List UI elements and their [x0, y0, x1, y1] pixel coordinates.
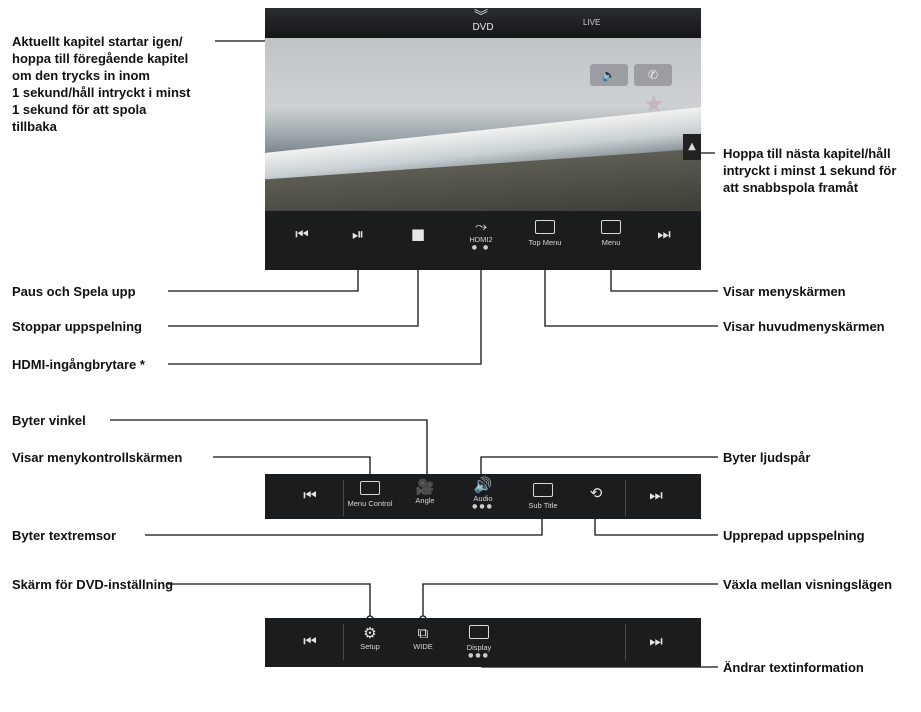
- favorite-star-icon[interactable]: ★: [643, 90, 665, 118]
- annotation-display-mode: Växla mellan visningslägen: [723, 577, 893, 592]
- stop-button[interactable]: ■: [403, 225, 433, 243]
- skip-forward-icon: ⏭: [649, 632, 663, 650]
- display-button[interactable]: Display ●●●: [461, 624, 497, 659]
- wide-label: WIDE: [413, 642, 433, 651]
- side-panel-arrow-icon[interactable]: ▲: [683, 134, 701, 160]
- menu-button[interactable]: Menu: [591, 219, 631, 248]
- main-control-bar: ⏮ ⏯ ■ ⤳ HDMI2 ● ● Top Menu Menu ⏭: [265, 210, 701, 270]
- annotation-pause-play: Paus och Spela upp: [12, 284, 136, 299]
- control-bar-3: ⏮ ⚙ Setup ⧉ WIDE Display ●●● ⏭: [265, 618, 701, 667]
- dvd-screen: ︾ DVD LIVE 🔈 ✆ ★ ▲ ⏮ ⏯ ■ ⤳ HDMI2 ● ● Top…: [265, 8, 701, 270]
- separator: [625, 480, 626, 516]
- display-dots: ●●●: [468, 652, 490, 659]
- next-chapter-button[interactable]: ⏭: [649, 225, 679, 243]
- annotation-dvd-setup: Skärm för DVD-inställning: [12, 577, 174, 592]
- play-pause-button[interactable]: ⏯: [343, 225, 373, 243]
- page-dots: ● ●: [471, 244, 491, 251]
- menu-control-icon: [360, 481, 380, 495]
- live-indicator: LIVE: [583, 18, 601, 27]
- hdmi-label: HDMI2: [469, 235, 493, 244]
- control-bar-2: ⏮ Menu Control 🎥 Angle 🔊 Audio ●●● Sub T…: [265, 474, 701, 519]
- stop-icon: ■: [410, 225, 426, 243]
- next-chapter-button[interactable]: ⏭: [641, 632, 671, 650]
- repeat-icon: ⟲: [589, 484, 603, 502]
- previous-chapter-button[interactable]: ⏮: [287, 225, 317, 243]
- annotation-top-menu-screen: Visar huvudmenyskärmen: [723, 319, 885, 334]
- previous-chapter-button[interactable]: ⏮: [295, 632, 325, 650]
- annotation-text-info: Ändrar textinformation: [723, 660, 864, 675]
- top-menu-icon: [535, 220, 555, 234]
- display-label: Display: [466, 643, 492, 652]
- collapse-chevron-icon[interactable]: ︾: [474, 9, 488, 25]
- annotation-menu-control: Visar menykontrollskärmen: [12, 450, 183, 465]
- annotation-audio-track: Byter ljudspår: [723, 450, 811, 465]
- annotation-angle: Byter vinkel: [12, 413, 86, 428]
- skip-forward-icon: ⏭: [657, 225, 671, 243]
- audio-dots: ●●●: [472, 503, 494, 510]
- separator: [625, 624, 626, 660]
- menu-icon: [601, 220, 621, 234]
- source-title: DVD: [472, 22, 494, 33]
- hdmi-switch-button[interactable]: ⤳ HDMI2 ● ●: [461, 217, 501, 251]
- angle-camera-icon: 🎥: [415, 478, 435, 496]
- phone-icon[interactable]: ✆: [634, 64, 672, 86]
- top-menu-button[interactable]: Top Menu: [523, 219, 567, 248]
- info-icon: [469, 625, 489, 639]
- annotation-stop: Stoppar uppspelning: [12, 319, 142, 334]
- skip-back-icon: ⏮: [303, 486, 317, 504]
- setup-label: Setup: [360, 642, 380, 651]
- top-menu-label: Top Menu: [528, 238, 562, 247]
- subtitle-label: Sub Title: [528, 501, 558, 510]
- wide-display-icon: ⧉: [417, 624, 429, 642]
- separator: [343, 480, 344, 516]
- annotation-prev-chapter: Aktuellt kapitel startar igen/ hoppa til…: [12, 34, 191, 134]
- audio-label: Audio: [473, 494, 493, 503]
- subtitle-button[interactable]: Sub Title: [521, 482, 565, 511]
- next-chapter-button[interactable]: ⏭: [641, 486, 671, 504]
- subtitle-icon: [533, 483, 553, 497]
- wide-button[interactable]: ⧉ WIDE: [405, 624, 441, 652]
- skip-forward-icon: ⏭: [649, 486, 663, 504]
- angle-button[interactable]: 🎥 Angle: [407, 478, 443, 506]
- setup-button[interactable]: ⚙ Setup: [353, 624, 387, 652]
- annotation-subtitle: Byter textremsor: [12, 528, 117, 543]
- repeat-button[interactable]: ⟲: [581, 484, 611, 502]
- audio-button[interactable]: 🔊 Audio ●●●: [463, 476, 503, 510]
- menu-label: Menu: [601, 238, 621, 247]
- top-bar: ︾ DVD LIVE: [265, 8, 701, 38]
- audio-speaker-icon: 🔊: [473, 476, 493, 494]
- annotation-repeat: Upprepad uppspelning: [723, 528, 865, 543]
- skip-back-icon: ⏮: [295, 225, 309, 243]
- annotation-hdmi-switch: HDMI-ingångbrytare *: [12, 357, 145, 372]
- hdmi-icon: ⤳: [474, 217, 487, 235]
- annotation-next-chapter: Hoppa till nästa kapitel/håll intryckt i…: [723, 146, 897, 195]
- video-area[interactable]: 🔈 ✆ ★ ▲: [265, 38, 701, 210]
- gear-icon: ⚙: [363, 624, 377, 642]
- speaker-icon[interactable]: 🔈: [590, 64, 628, 86]
- play-pause-icon: ⏯: [351, 225, 364, 243]
- angle-label: Angle: [415, 496, 435, 505]
- menu-control-button[interactable]: Menu Control: [345, 480, 395, 509]
- annotation-menu-screen: Visar menyskärmen: [723, 284, 846, 299]
- previous-chapter-button[interactable]: ⏮: [295, 486, 325, 504]
- skip-back-icon: ⏮: [303, 632, 317, 650]
- separator: [343, 624, 344, 660]
- menu-control-label: Menu Control: [347, 499, 393, 508]
